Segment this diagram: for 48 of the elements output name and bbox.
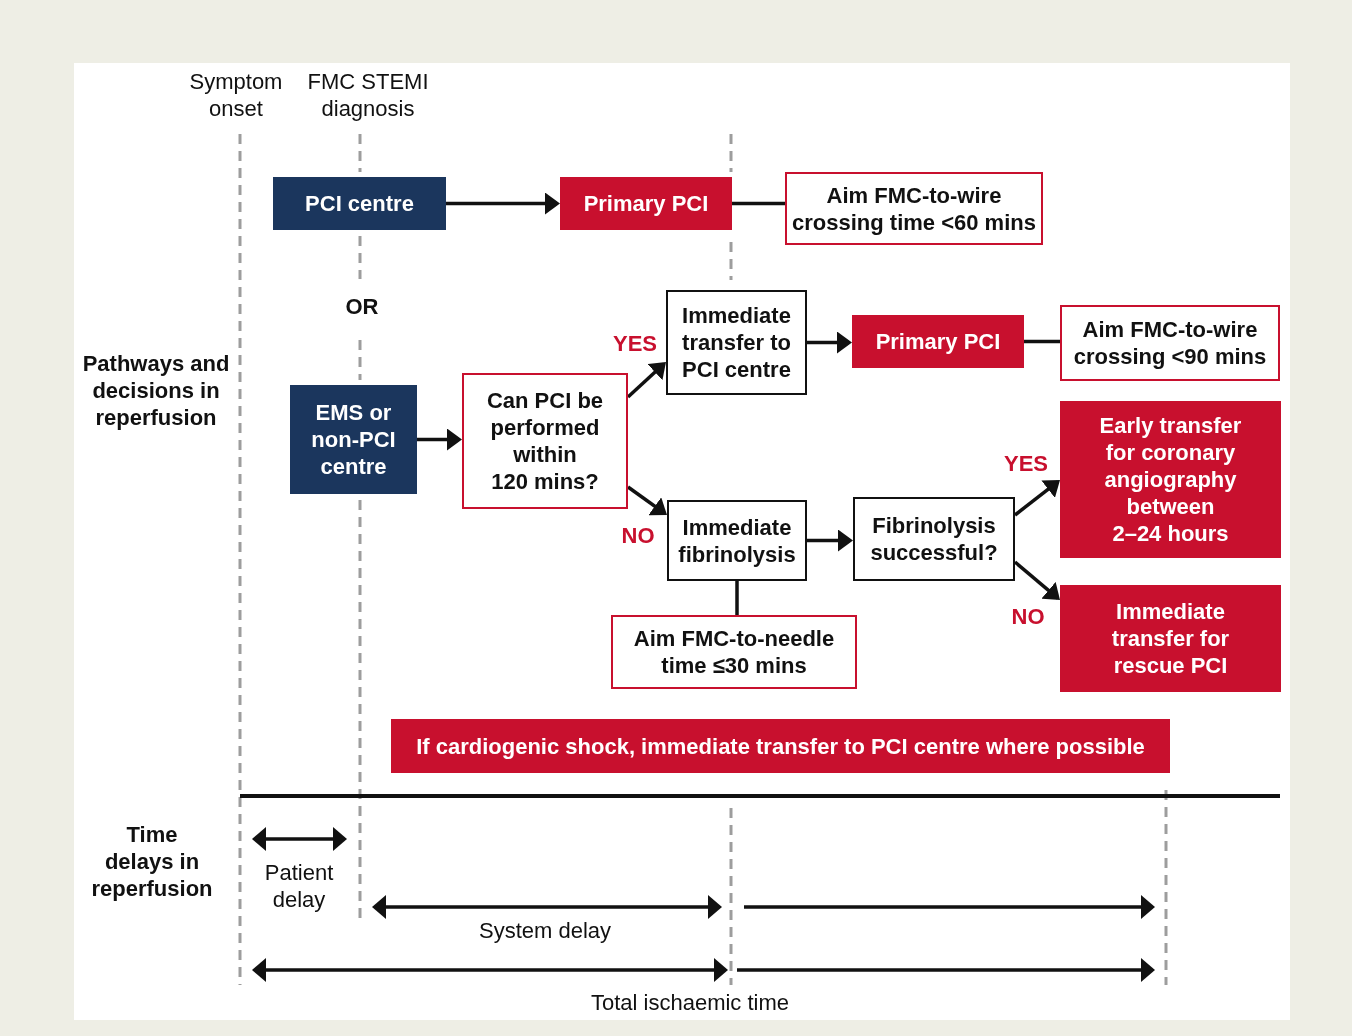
node-label: Can PCI be performed within 120 mins? <box>486 387 604 495</box>
node-label: Primary PCI <box>875 328 1001 355</box>
edge-label: YES <box>1004 450 1048 477</box>
connector-line <box>735 581 739 615</box>
node-label: PCI centre <box>305 190 414 217</box>
arrow <box>627 485 667 516</box>
outcome-box <box>560 177 732 230</box>
timeline-label: Symptom onset <box>189 68 283 122</box>
edge-label: YES <box>613 330 657 357</box>
arrow <box>807 529 853 552</box>
node-label: Immediate transfer for rescue PCI <box>1111 598 1230 679</box>
connector-line <box>732 201 785 206</box>
node-label: Aim FMC-to-wire crossing time <60 mins <box>792 181 1036 236</box>
decision-box <box>853 497 1015 581</box>
arrow <box>417 428 462 451</box>
node-label: Aim FMC-to-needle time ≤30 mins <box>633 625 835 679</box>
target-time-box <box>1060 305 1280 381</box>
section-label: Pathways and decisions in reperfusion <box>82 350 230 431</box>
process-box <box>273 177 446 230</box>
connector-line <box>1024 339 1060 344</box>
node-label: Early transfer for coronary angiography between 2–24 hours <box>1099 412 1242 547</box>
target-time-box <box>785 172 1043 245</box>
edge-label: NO <box>621 522 655 549</box>
node-label: Immediate transfer to PCI centre <box>682 302 791 383</box>
node-label: Fibrinolysis successful? <box>870 512 998 566</box>
or-label: OR <box>345 293 379 320</box>
outcome-box <box>1060 585 1281 692</box>
duration-label: Total ischaemic time <box>590 989 790 1016</box>
duration-label: System delay <box>478 917 612 944</box>
target-time-box <box>611 615 857 689</box>
duration-label: Patient delay <box>264 859 334 913</box>
node-label: Immediate fibrinolysis <box>678 513 796 568</box>
decision-box <box>462 373 628 509</box>
node-label: Aim FMC-to-wire crossing <90 mins <box>1073 316 1267 370</box>
arrow <box>807 331 852 354</box>
arrow <box>446 192 560 215</box>
timeline-label: FMC STEMI diagnosis <box>307 68 429 122</box>
outcome-box <box>852 315 1024 368</box>
node-label: Primary PCI <box>583 190 709 217</box>
edge-label: NO <box>1011 603 1045 630</box>
outcome-box <box>1060 401 1281 558</box>
alert-banner <box>391 719 1170 773</box>
process-box <box>290 385 417 494</box>
process-box <box>667 500 807 581</box>
section-label: Time delays in reperfusion <box>91 821 213 902</box>
node-label: EMS or non-PCI centre <box>311 399 396 480</box>
process-box <box>666 290 807 395</box>
node-label: If cardiogenic shock, immediate transfer to PCI centre where possible <box>416 732 1145 760</box>
